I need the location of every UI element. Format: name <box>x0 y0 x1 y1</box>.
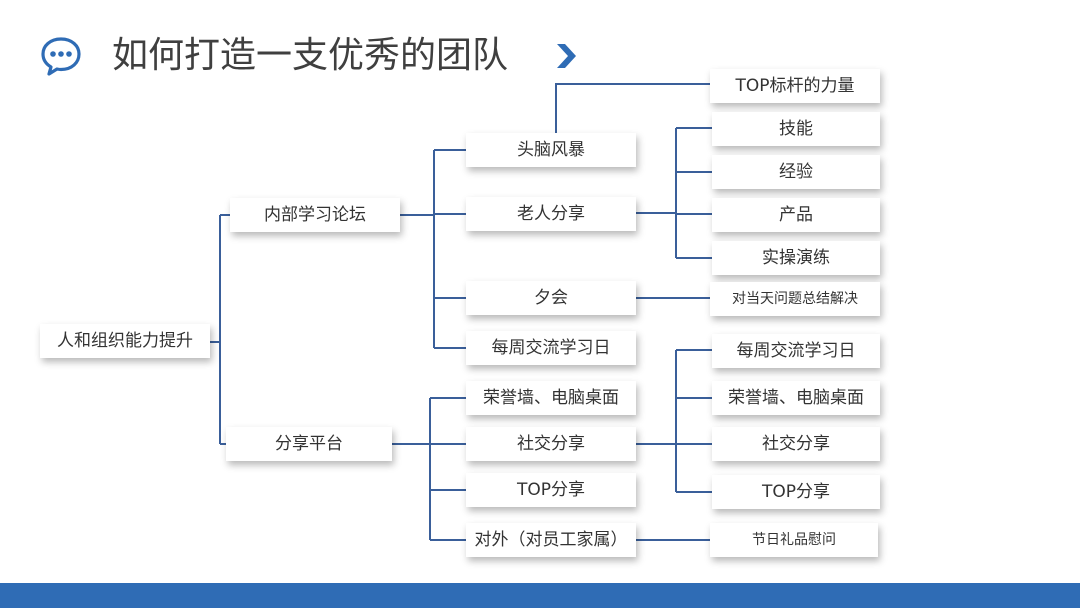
chevron-right-icon <box>557 44 576 68</box>
detail-node: 技能 <box>712 112 880 146</box>
branch-node: 分享平台 <box>226 427 392 461</box>
detail-node: 经验 <box>712 155 880 189</box>
child-node: 老人分享 <box>466 197 636 231</box>
child-node: 社交分享 <box>466 427 636 461</box>
detail-node: 产品 <box>712 198 880 232</box>
detail-node: 节日礼品慰问 <box>710 523 878 557</box>
detail-node: 每周交流学习日 <box>712 334 880 368</box>
detail-node: 社交分享 <box>712 427 880 461</box>
detail-node: 对当天问题总结解决 <box>710 282 880 316</box>
branch-node: 内部学习论坛 <box>230 198 400 232</box>
detail-node: TOP分享 <box>712 475 880 509</box>
detail-node: 实操演练 <box>712 241 880 275</box>
child-node: 荣誉墙、电脑桌面 <box>466 381 636 415</box>
page-title: 如何打造一支优秀的团队 <box>112 35 509 76</box>
child-node: 头脑风暴 <box>466 133 636 167</box>
child-node: 每周交流学习日 <box>466 331 636 365</box>
root-node: 人和组织能力提升 <box>40 324 210 358</box>
child-node: 对外（对员工家属） <box>466 523 636 557</box>
footer-bar <box>0 583 1080 608</box>
chat-bubble-icon <box>41 37 81 76</box>
detail-node: 荣誉墙、电脑桌面 <box>712 381 880 415</box>
detail-node: TOP标杆的力量 <box>710 69 880 103</box>
child-node: TOP分享 <box>466 473 636 507</box>
child-node: 夕会 <box>466 281 636 315</box>
